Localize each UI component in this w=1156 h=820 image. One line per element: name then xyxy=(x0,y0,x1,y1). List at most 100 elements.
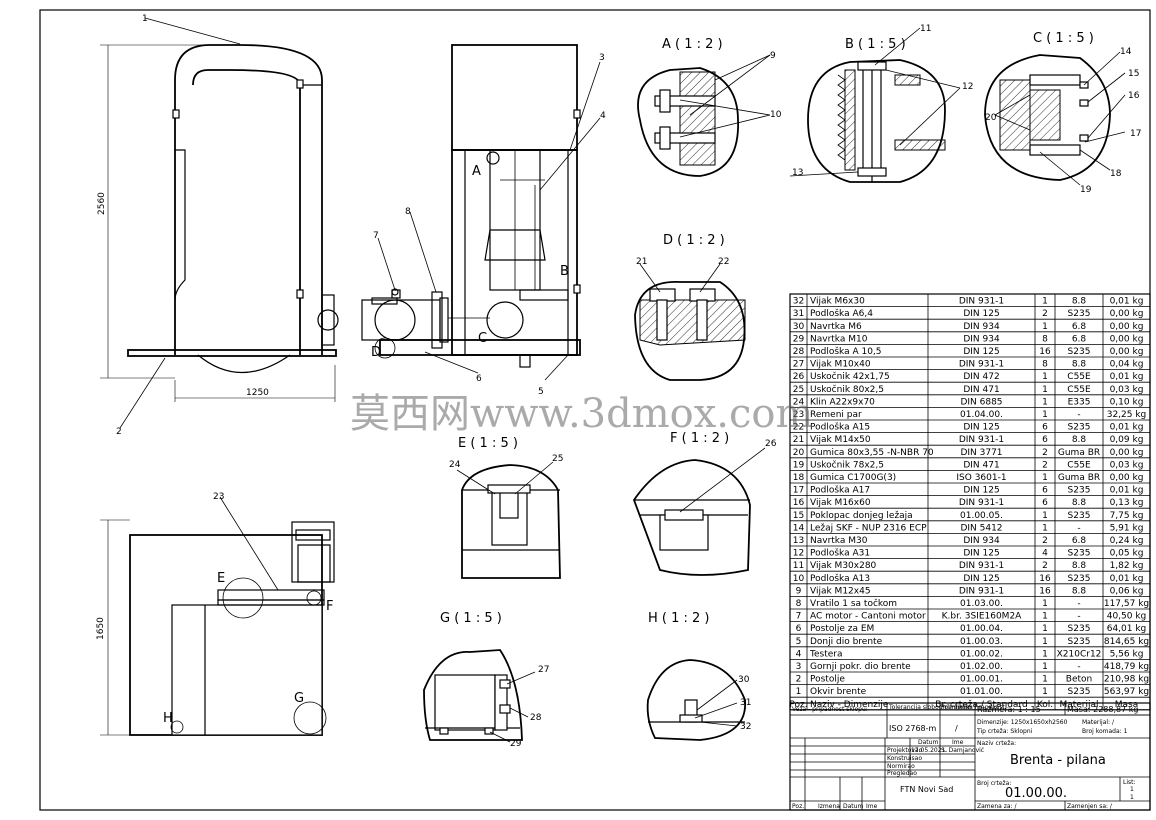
bom-cell-poz: 9 xyxy=(796,586,802,596)
bom-cell-poz: 8 xyxy=(796,599,802,609)
balloon-27: 27 xyxy=(538,665,549,675)
balloon-21: 21 xyxy=(636,257,647,267)
bom-cell-naziv: Vijak M30x280 xyxy=(810,561,877,571)
bom-cell-poz: 1 xyxy=(796,687,802,697)
bom-cell-crtez: DIN 934 xyxy=(963,322,1000,332)
bom-cell-masa: 0,24 kg xyxy=(1110,536,1144,546)
bom-cell-kol: 16 xyxy=(1039,574,1051,584)
balloon-25: 25 xyxy=(552,454,563,464)
detail-label-a: A ( 1 : 2 ) xyxy=(662,37,723,52)
bom-cell-crtez: DIN 125 xyxy=(963,574,999,584)
bom-cell-crtez: DIN 125 xyxy=(963,549,999,559)
bom-cell-crtez: DIN 125 xyxy=(963,309,999,319)
bom-cell-naziv: Uskočnik 80x2,5 xyxy=(810,384,884,395)
bom-cell-crtez: DIN 471 xyxy=(963,385,999,395)
bom-cell-mat: S235 xyxy=(1068,637,1091,647)
detail-label-b: B ( 1 : 5 ) xyxy=(845,37,906,52)
tb-veza: Veza - pripadnost sklopu: xyxy=(792,706,868,713)
bom-cell-poz: 30 xyxy=(793,322,805,332)
bom-cell-kol: 4 xyxy=(1042,549,1048,559)
bom-cell-poz: 14 xyxy=(793,523,805,533)
bom-cell-poz: 5 xyxy=(796,637,802,647)
tb-konstruisao: Konstruisao xyxy=(887,755,922,762)
view-letter-f: F xyxy=(326,599,333,614)
bom-cell-naziv: Ležaj SKF - NUP 2316 ECP xyxy=(810,523,927,533)
bom-cell-kol: 1 xyxy=(1042,523,1048,533)
bom-cell-masa: 5,91 kg xyxy=(1110,523,1144,533)
tb-datum-h: Datum xyxy=(918,739,938,746)
title-block: Veza - pripadnost sklopu: Tolerancija sl… xyxy=(789,702,1151,811)
bom-cell-poz: 31 xyxy=(793,309,804,319)
bom-cell-kol: 1 xyxy=(1042,511,1048,521)
bom-cell-poz: 11 xyxy=(793,561,804,571)
bom-cell-masa: 0,00 kg xyxy=(1110,322,1144,332)
bom-cell-poz: 16 xyxy=(793,498,805,508)
detail-label-d: D ( 1 : 2 ) xyxy=(663,233,725,248)
bom-cell-crtez: 01.00.01. xyxy=(960,675,1003,685)
bom-cell-crtez: 01.03.00. xyxy=(960,599,1003,609)
balloon-26: 26 xyxy=(765,439,777,449)
balloon-30: 30 xyxy=(738,675,750,685)
leader-lines xyxy=(119,17,1126,743)
front-view: 2560 1250 xyxy=(97,44,339,402)
balloon-14: 14 xyxy=(1120,47,1132,57)
detail-h xyxy=(646,659,746,741)
bom-cell-poz: 23 xyxy=(793,410,804,420)
bom-cell-masa: 32,25 kg xyxy=(1107,410,1147,420)
dim-height-1650: 1650 xyxy=(96,617,106,640)
tb-normirao: Normirao xyxy=(887,763,915,770)
balloon-24: 24 xyxy=(449,460,461,470)
bom-cell-kol: 2 xyxy=(1042,460,1048,470)
bom-cell-masa: 0,13 kg xyxy=(1110,498,1144,508)
bom-cell-naziv: Navrtka M30 xyxy=(810,536,868,546)
balloon-15: 15 xyxy=(1128,69,1139,79)
bom-cell-naziv: Uskočnik 42x1,75 xyxy=(810,371,890,382)
bom-cell-crtez: DIN 472 xyxy=(963,372,999,382)
bom-cell-crtez: DIN 125 xyxy=(963,423,999,433)
detail-label-h: H ( 1 : 2 ) xyxy=(648,611,710,626)
bom-cell-poz: 12 xyxy=(793,549,804,559)
bom-cell-crtez: DIN 3771 xyxy=(960,448,1002,458)
bom-cell-masa: 563,97 kg xyxy=(1104,687,1149,697)
tb-zamenjen-sa: Zamenjen sa: / xyxy=(1067,803,1113,810)
tb-ime-h: Ime xyxy=(952,739,964,746)
bom-cell-masa: 210,98 kg xyxy=(1104,675,1149,685)
tb-naziv-crteza: Brenta - pilana xyxy=(1010,753,1106,768)
bom-cell-poz: 21 xyxy=(793,435,804,445)
bom-cell-poz: 6 xyxy=(796,624,802,634)
balloon-4: 4 xyxy=(600,111,606,121)
bom-cell-naziv: Navrtka M10 xyxy=(810,334,868,344)
balloon-22: 22 xyxy=(718,257,729,267)
balloon-8: 8 xyxy=(405,207,411,217)
bom-cell-mat: 8.8 xyxy=(1072,586,1087,596)
balloon-28: 28 xyxy=(530,713,542,723)
detail-b xyxy=(807,59,946,183)
bom-cell-naziv: Donji dio brente xyxy=(810,637,883,647)
bom-cell-kol: 1 xyxy=(1042,675,1048,685)
bom-cell-poz: 27 xyxy=(793,360,804,370)
tb-broj-crteza-h: Broj crteža: xyxy=(977,780,1011,787)
balloon-9: 9 xyxy=(770,51,776,61)
tb-naziv-crteza-h: Naziv crteža: xyxy=(977,740,1016,747)
bom-cell-mat: 8.8 xyxy=(1072,360,1087,370)
bom-cell-masa: 117,57 kg xyxy=(1104,599,1149,609)
view-letter-b: B xyxy=(560,264,569,279)
bom-cell-crtez: 01.00.02. xyxy=(960,649,1003,659)
bom-cell-mat: 8.8 xyxy=(1072,561,1087,571)
bom-cell-naziv: Testera xyxy=(809,649,842,659)
bom-cell-mat: S235 xyxy=(1068,423,1091,433)
bom-cell-masa: 0,01 kg xyxy=(1110,423,1144,433)
tb-zamena-za: Zamena za: / xyxy=(977,803,1017,810)
bom-header-masa: Masa xyxy=(1115,700,1138,710)
bom-cell-naziv: Poklopac donjeg ležaja xyxy=(810,511,913,521)
bom-cell-masa: 0,01 kg xyxy=(1110,486,1144,496)
bom-cell-poz: 13 xyxy=(793,536,804,546)
bom-cell-crtez: DIN 125 xyxy=(963,486,999,496)
bom-cell-mat: S235 xyxy=(1068,687,1091,697)
bom-cell-kol: 1 xyxy=(1042,410,1048,420)
bom-cell-naziv: Podloška A15 xyxy=(810,422,870,433)
bom-cell-poz: 32 xyxy=(793,297,804,307)
watermark-text: 莫西网www.3dmox.com xyxy=(350,391,813,437)
bom-cell-crtez: ISO 3601-1 xyxy=(956,473,1006,483)
